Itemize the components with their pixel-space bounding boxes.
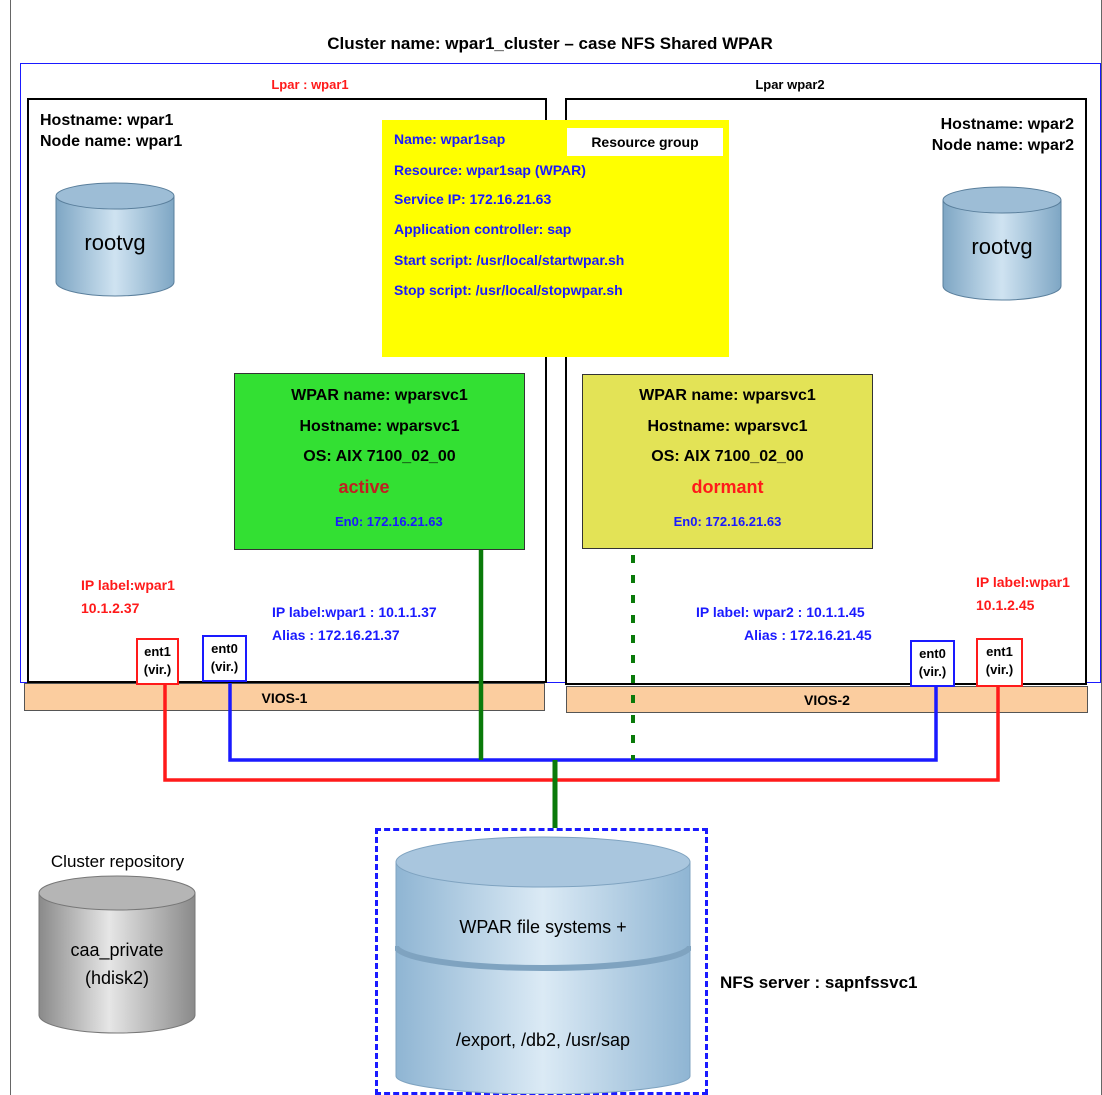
lpar1-ip-address-red: 10.1.2.37	[81, 600, 140, 616]
rg-line-name: Name: wpar1sap	[394, 131, 506, 147]
lpar2-ent1-adapter: ent1 (vir.)	[976, 638, 1023, 687]
lpar1-rootvg-disk	[55, 182, 175, 297]
lpar1-ent1-name: ent1	[144, 644, 171, 659]
resource-group-box	[382, 120, 729, 357]
lpar2-ent0-type: (vir.)	[918, 664, 947, 679]
lpar2-rootvg-label: rootvg	[971, 234, 1033, 259]
rg-line-stop-script: Stop script: /usr/local/stopwpar.sh	[394, 282, 623, 298]
lpar1-rootvg-label: rootvg	[84, 230, 146, 255]
lpar2-ent1-type: (vir.)	[985, 662, 1014, 677]
lpar1-title: Lpar : wpar1	[271, 77, 349, 92]
lpar1-ent1-adapter: ent1 (vir.)	[136, 638, 179, 685]
nfs-server-name: NFS server : sapnfssvc1	[720, 973, 918, 992]
wpar-dormant-hostname: Hostname: wparsvc1	[647, 418, 808, 435]
wpar-active-os: OS: AIX 7100_02_00	[303, 448, 456, 465]
wpar-dormant-en0: En0: 172.16.21.63	[673, 514, 782, 529]
lpar1-ent0-name: ent0	[211, 641, 238, 656]
nfs-disk	[395, 836, 691, 1094]
resource-group-tag: Resource group	[567, 128, 723, 156]
lpar1-alias-blue: Alias : 172.16.21.37	[272, 627, 400, 643]
wpar-dormant-box	[582, 374, 873, 549]
rg-line-app-controller: Application controller: sap	[394, 221, 572, 237]
cluster-boundary	[20, 63, 1101, 683]
wpar-active-en0: En0: 172.16.21.63	[335, 514, 443, 529]
lpar1-ent0-adapter: ent0 (vir.)	[202, 635, 247, 682]
repository-label-1: caa_private	[70, 940, 164, 960]
lpar2-nodename: Node name: wpar2	[931, 137, 1074, 154]
lpar1-hostname: Hostname: wpar1	[40, 112, 174, 129]
lpar2-hostname: Hostname: wpar2	[940, 116, 1074, 133]
blue-network-line	[228, 683, 938, 762]
wpar-dormant-os: OS: AIX 7100_02_00	[651, 448, 804, 465]
lpar2-rootvg-disk	[942, 186, 1062, 301]
nfs-label-bottom: /export, /db2, /usr/sap	[455, 1030, 631, 1050]
lpar2-title: Lpar wpar2	[755, 77, 825, 92]
nfs-label-top: WPAR file systems +	[459, 917, 627, 937]
lpar2-ip-label-red: IP label:wpar1	[976, 574, 1070, 590]
lpar1-ip-label-red: IP label:wpar1	[81, 577, 175, 593]
lpar1-nodename: Node name: wpar1	[40, 133, 183, 150]
wpar-active-box	[234, 373, 525, 550]
vios2-bar: VIOS-2	[566, 686, 1088, 713]
rg-line-start-script: Start script: /usr/local/startwpar.sh	[394, 252, 625, 268]
lpar2-ip-label-blue: IP label: wpar2 : 10.1.1.45	[696, 604, 865, 620]
repository-label-2: (hdisk2)	[84, 968, 150, 988]
lpar2-ip-address-red: 10.1.2.45	[976, 597, 1035, 613]
repository-title: Cluster repository	[50, 852, 185, 871]
wpar-active-hostname: Hostname: wparsvc1	[299, 418, 460, 435]
lpar2-alias-blue: Alias : 172.16.21.45	[744, 627, 872, 643]
lpar1-ip-label-blue: IP label:wpar1 : 10.1.1.37	[272, 604, 437, 620]
lpar2-ent0-name: ent0	[919, 646, 946, 661]
rg-line-resource: Resource: wpar1sap (WPAR)	[394, 162, 586, 178]
vios1-bar: VIOS-1	[24, 683, 545, 711]
wpar-active-name: WPAR name: wparsvc1	[291, 387, 468, 404]
red-network-line	[163, 684, 1000, 782]
lpar1-ent1-type: (vir.)	[143, 662, 172, 677]
wpar-active-state: active	[338, 477, 390, 497]
rg-line-service-ip: Service IP: 172.16.21.63	[394, 191, 552, 207]
lpar2-ent1-name: ent1	[986, 644, 1013, 659]
repository-disk	[38, 875, 196, 1034]
wpar-dormant-name: WPAR name: wparsvc1	[639, 387, 816, 404]
lpar2-ent0-adapter: ent0 (vir.)	[910, 640, 955, 687]
cluster-title: Cluster name: wpar1_cluster – case NFS S…	[327, 34, 773, 53]
lpar1-ent0-type: (vir.)	[210, 659, 239, 674]
wpar-dormant-state: dormant	[691, 477, 764, 497]
